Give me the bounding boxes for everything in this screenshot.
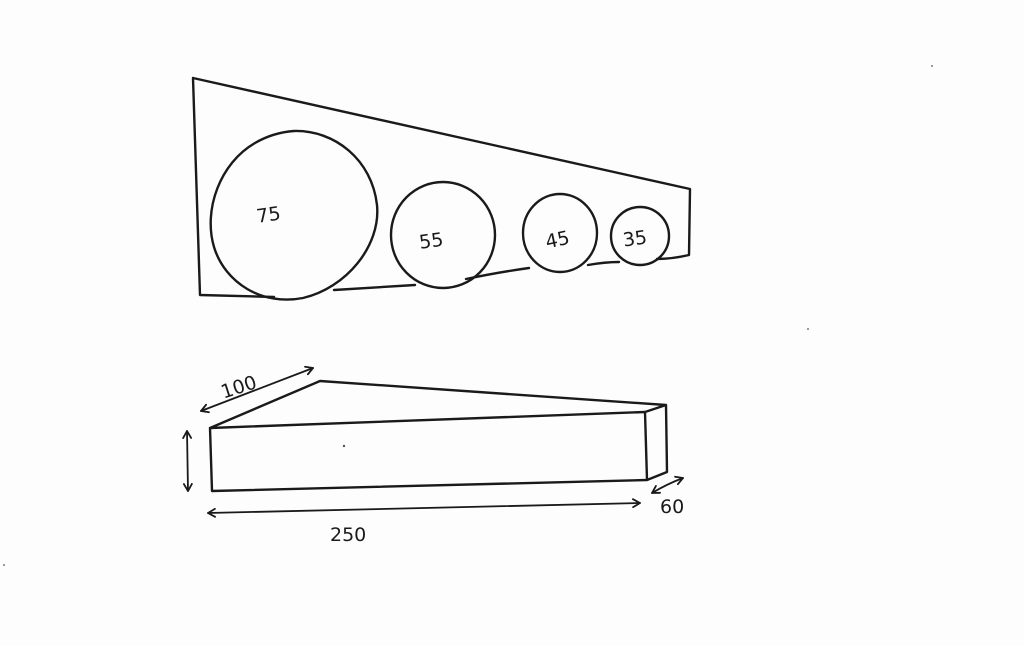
hole-35-circle — [609, 205, 671, 267]
depth-dimension-label: 100 — [218, 371, 259, 403]
hole-45: 45 — [521, 192, 599, 274]
hole-55-circle — [389, 180, 497, 290]
length-dimension-label: 250 — [330, 524, 366, 546]
hole-75: 75 — [209, 129, 379, 301]
depth-dimension-arrow — [200, 365, 314, 414]
height-dimension-arrow — [182, 430, 193, 492]
hole-35: 35 — [609, 205, 671, 267]
plate-outline — [191, 76, 692, 299]
paper-specks — [3, 65, 933, 566]
hole-55: 55 — [389, 180, 497, 290]
length-dimension-arrow — [207, 498, 641, 518]
end-width-dimension-arrow — [651, 475, 684, 494]
hole-45-circle — [521, 192, 599, 274]
top-view: 75 55 45 35 — [191, 76, 692, 301]
hole-35-label: 35 — [621, 226, 648, 251]
end-width-dimension-label: 60 — [660, 496, 684, 518]
side-view: 100 250 60 — [182, 365, 684, 546]
hole-55-label: 55 — [418, 229, 445, 254]
hole-75-circle — [209, 129, 379, 301]
hole-45-label: 45 — [543, 227, 571, 254]
hole-75-label: 75 — [255, 203, 282, 228]
block-outline — [208, 379, 669, 493]
